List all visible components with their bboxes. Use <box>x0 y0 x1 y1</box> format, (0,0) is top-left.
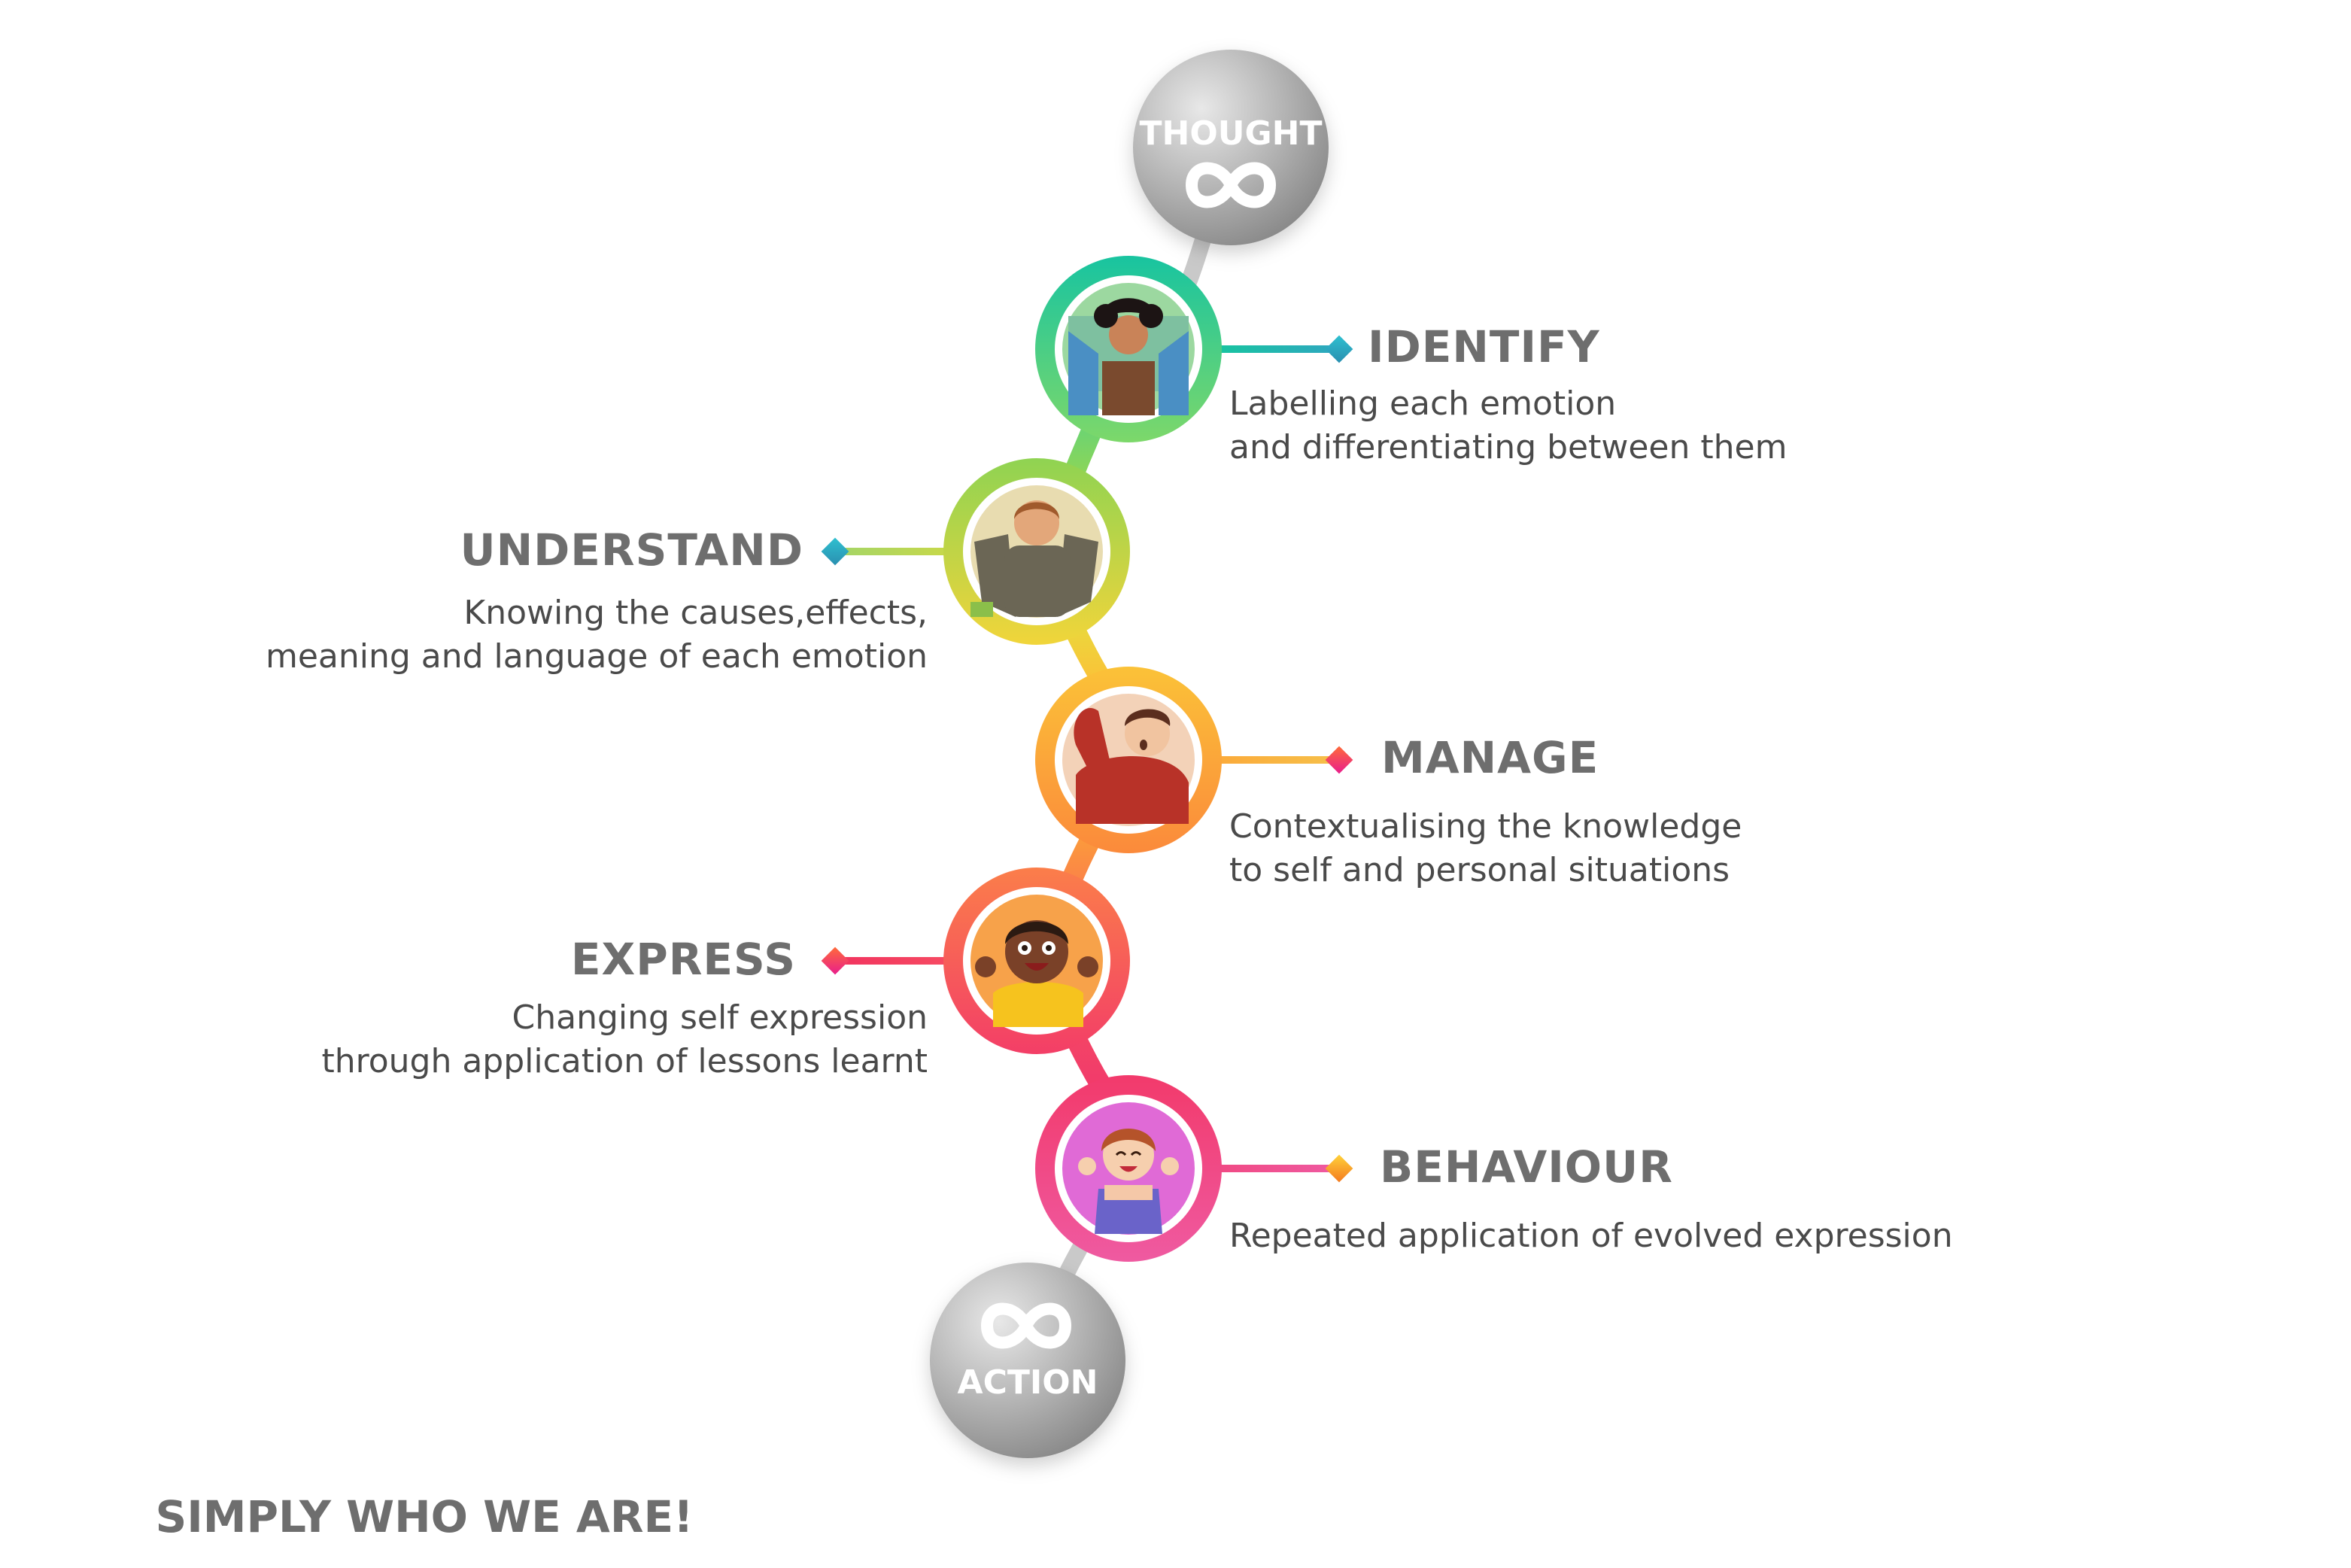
step-title-behaviour: BEHAVIOUR <box>1380 1141 1673 1193</box>
action-node <box>930 1263 1125 1458</box>
step-desc-line: through application of lessons learnt <box>321 1042 928 1080</box>
woman-arms-raised-illustration <box>1068 298 1189 415</box>
footer-tagline: SIMPLY WHO WE ARE! <box>155 1491 694 1542</box>
connector-line-manage <box>1217 756 1338 764</box>
connector-line-express <box>843 957 948 965</box>
thought-label: THOUGHT <box>1139 114 1323 153</box>
step-title-identify: IDENTIFY <box>1368 321 1600 372</box>
step-title-understand: UNDERSTAND <box>460 524 803 576</box>
thought-node <box>1133 50 1329 245</box>
stem-express-behaviour <box>1066 1033 1112 1093</box>
infinity-icon <box>981 1302 1071 1349</box>
step-desc-line: Knowing the causes,effects, <box>463 594 928 632</box>
express-circle <box>943 868 1130 1054</box>
step-desc-behaviour: Repeated application of evolved expressi… <box>1229 1214 1953 1258</box>
kid-cheering-illustration <box>975 920 1098 1027</box>
step-title-manage: MANAGE <box>1381 732 1599 783</box>
connector-line-understand <box>843 548 948 555</box>
step-desc-line: Labelling each emotion <box>1229 384 1617 423</box>
man-arms-wide-illustration <box>970 500 1098 617</box>
identify-circle <box>1035 256 1222 442</box>
behaviour-circle <box>1035 1075 1222 1262</box>
step-desc-identify: Labelling each emotion and differentiati… <box>1229 382 1787 469</box>
connector-line-identify <box>1217 345 1338 353</box>
connector-diamond-manage <box>1325 746 1353 774</box>
connector-diamond-identify <box>1325 335 1353 363</box>
connector-diamond-behaviour <box>1325 1154 1353 1183</box>
action-label: ACTION <box>957 1363 1098 1402</box>
step-desc-manage: Contextualising the knowledge to self an… <box>1229 805 1742 892</box>
connector-line-behaviour <box>1217 1165 1338 1172</box>
step-desc-line: Changing self expression <box>512 998 928 1037</box>
step-desc-line: Contextualising the knowledge <box>1229 807 1742 846</box>
step-desc-line: Repeated application of evolved expressi… <box>1229 1217 1953 1255</box>
boy-waving-illustration <box>1074 708 1189 824</box>
understand-circle <box>943 458 1130 645</box>
connector-diamond-express <box>821 947 849 975</box>
infinity-icon <box>1186 162 1276 208</box>
step-desc-understand: Knowing the causes,effects, meaning and … <box>266 591 928 679</box>
manage-circle <box>1035 667 1222 853</box>
step-desc-express: Changing self expression through applica… <box>321 996 928 1083</box>
label-connectors <box>821 335 1353 1183</box>
step-desc-line: meaning and language of each emotion <box>265 637 928 676</box>
step-desc-line: and differentiating between them <box>1229 428 1788 466</box>
girl-laughing-illustration <box>1078 1129 1179 1234</box>
step-desc-line: to self and personal situations <box>1229 851 1730 889</box>
connector-diamond-understand <box>821 537 849 566</box>
step-title-express: EXPRESS <box>570 934 796 985</box>
